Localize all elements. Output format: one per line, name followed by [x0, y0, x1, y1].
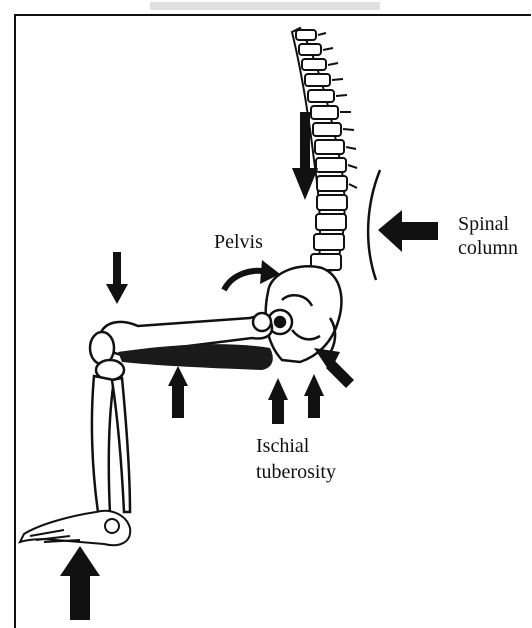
spinal-column-label-line2: column	[458, 236, 518, 260]
foot	[20, 511, 130, 545]
spinal-column-label-line1: Spinal	[458, 212, 509, 236]
ischial-tuberosity-label-line1: Ischial	[256, 434, 309, 458]
arrow-up-ischial-1	[268, 378, 288, 424]
arrow-up-ischial-2	[304, 374, 324, 418]
backrest-curve	[368, 170, 380, 280]
pelvis-bone	[266, 266, 342, 362]
arrow-down-thigh	[106, 252, 128, 304]
ischial-tuberosity-label-line2: tuberosity	[256, 460, 336, 484]
tibia-fibula	[92, 376, 130, 514]
pelvis-label: Pelvis	[214, 230, 263, 254]
arrow-up-foot	[60, 546, 100, 620]
arrow-left-spinal-column	[378, 210, 438, 252]
arrow-diagonal-buttocks	[314, 348, 354, 388]
arrow-up-thigh	[168, 366, 188, 418]
